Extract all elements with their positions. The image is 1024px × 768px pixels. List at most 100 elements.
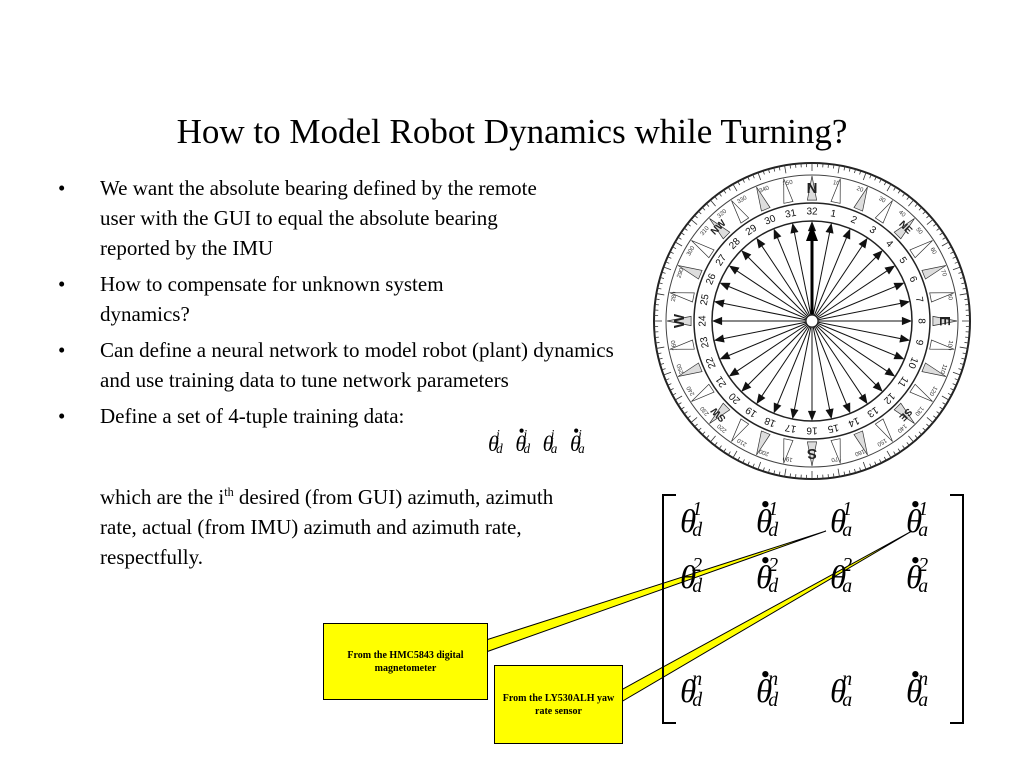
compass-point-pointer — [666, 315, 692, 327]
compass-degree-tick — [672, 392, 677, 396]
compass-degree-tick — [710, 435, 716, 443]
compass-spoke — [811, 320, 866, 402]
compass-spoke — [811, 283, 901, 322]
compass-degree-tick — [886, 183, 892, 192]
compass-spoke-arrowhead — [756, 393, 766, 405]
compass-degree-label: 10 — [832, 180, 840, 187]
compass-degree-tick — [701, 207, 706, 211]
compass-degree-tick — [657, 352, 662, 355]
compass-degree-tick — [908, 435, 914, 443]
compass-point-pointer — [909, 383, 933, 402]
compass-degree-label: 30 — [877, 196, 886, 205]
compass-degree-tick — [962, 287, 967, 290]
compass-degree-tick — [961, 357, 966, 360]
compass-degree-label: 250 — [676, 362, 685, 374]
compass-degree-label: 340 — [759, 185, 771, 194]
compass-point-pointer — [921, 362, 947, 377]
compass-spoke-arrowhead — [719, 351, 731, 360]
compass-degree-tick — [698, 427, 702, 432]
compass-degree-label: 110 — [938, 363, 947, 375]
compass-point-pointer — [731, 200, 750, 224]
compass-inner-number: 25 — [699, 293, 712, 306]
compass-spoke-arrowhead — [728, 367, 740, 377]
compass-degree-tick — [958, 368, 963, 371]
compass-degree-tick — [757, 172, 762, 181]
compass-spoke-arrowhead — [773, 228, 782, 240]
bullet-item: • We want the absolute bearing defined b… — [58, 173, 638, 263]
compass-degree-tick — [942, 236, 947, 240]
compass-inner-number: 9 — [913, 338, 925, 346]
compass-degree-tick — [714, 442, 718, 446]
compass-degree-tick — [833, 473, 835, 478]
compass-degree-tick — [874, 461, 877, 466]
compass-degree-label: 60 — [928, 247, 937, 256]
compass-point-pointer — [756, 186, 771, 212]
compass-degree-tick — [732, 450, 738, 459]
compass-degree-label: 310 — [700, 225, 711, 237]
compass-point-pointer — [669, 292, 695, 303]
compass-center-hub — [805, 314, 819, 328]
compass-degree-tick — [710, 199, 716, 207]
compass-spoke — [774, 232, 813, 322]
compass-inner-number: 30 — [763, 213, 778, 228]
compass-point-pointer — [893, 218, 915, 240]
compass-point-pointer — [874, 418, 893, 442]
slide-title: How to Model Robot Dynamics while Turnin… — [176, 112, 848, 151]
compass-spoke — [811, 252, 881, 322]
compass-point-pointer — [893, 402, 915, 424]
compass-spoke-arrowhead — [741, 250, 752, 261]
compass-point-pointer — [830, 438, 841, 464]
compass-degree-label: 160 — [853, 447, 865, 456]
compass-spoke-arrowhead — [825, 408, 834, 420]
compass-inner-number: 22 — [704, 355, 719, 370]
compass-degree-tick — [926, 423, 930, 428]
compass-degree-tick — [665, 378, 670, 381]
compass-degree-label: 100 — [945, 340, 953, 352]
compass-degree-tick — [914, 203, 919, 207]
compass-degree-tick — [655, 342, 660, 344]
compass-inner-number: 10 — [905, 355, 920, 370]
compass-degree-label: 200 — [758, 447, 770, 456]
compass-degree-tick — [718, 192, 722, 197]
compass-spoke — [731, 320, 813, 375]
tuple-description: which are the ith desired (from GUI) azi… — [100, 485, 554, 569]
compass-spoke — [774, 320, 813, 410]
bullet-marker: • — [58, 404, 66, 428]
compass-spoke — [731, 267, 813, 322]
compass-point-pointer — [874, 200, 893, 224]
compass-point-pointer — [853, 430, 868, 456]
compass-degree-tick — [942, 402, 947, 406]
right-bracket — [950, 494, 964, 724]
compass-spoke-arrowhead — [807, 410, 817, 421]
compass-degree-label: 320 — [717, 208, 729, 219]
compass-degree-tick — [660, 363, 665, 365]
compass-degree-tick — [663, 266, 672, 271]
compass-inner-number: 17 — [784, 421, 797, 434]
compass-point-pointer — [806, 175, 818, 201]
compass-spoke-arrowhead — [741, 381, 752, 392]
compass-degree-tick — [683, 227, 688, 231]
compass-degree-tick — [926, 214, 930, 219]
compass-degree-label: 220 — [716, 422, 728, 433]
compass-point-pointer — [929, 339, 955, 350]
compass-degree-tick — [677, 236, 682, 240]
compass-spoke-arrowhead — [893, 282, 905, 291]
compass-spoke-arrowhead — [884, 265, 896, 275]
compass-degree-tick — [705, 203, 710, 207]
compass-spoke — [811, 240, 866, 322]
bullet-list: • We want the absolute bearing defined b… — [58, 173, 638, 431]
compass-degree-tick — [752, 174, 755, 179]
compass-spoke-arrowhead — [825, 222, 834, 234]
compass-degree-tick — [784, 468, 787, 477]
compass-degree-tick — [883, 456, 887, 461]
compass-degree-tick — [837, 468, 840, 477]
compass-degree-tick — [848, 470, 851, 475]
compass-degree-tick — [747, 461, 750, 466]
